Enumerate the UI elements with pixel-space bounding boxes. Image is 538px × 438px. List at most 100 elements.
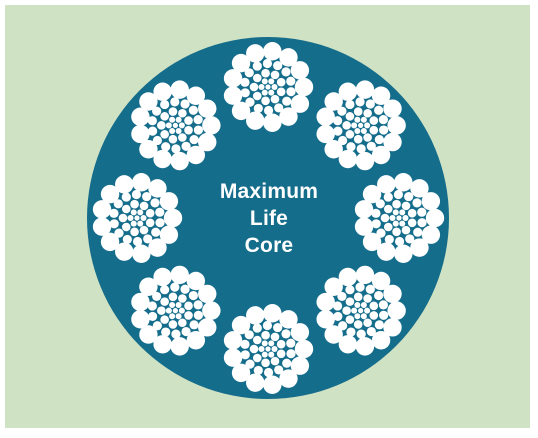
inner-wire (355, 282, 365, 292)
inner-wire (413, 227, 423, 237)
inner-wire (392, 199, 401, 209)
outer-wire (153, 267, 172, 287)
inner-wire (276, 87, 286, 97)
inner-wire (130, 220, 137, 227)
inner-wire (374, 320, 384, 330)
inner-wire (169, 128, 176, 134)
inner-wire (346, 142, 356, 152)
inner-wire (189, 134, 199, 145)
inner-wire (286, 76, 296, 86)
inner-wire (261, 96, 270, 106)
outer-wire (383, 284, 402, 304)
inner-wire (160, 130, 169, 139)
strand (354, 173, 445, 263)
inner-wire (240, 77, 250, 87)
inner-wire (178, 133, 187, 142)
inner-wire (184, 125, 193, 135)
outer-wire (186, 271, 206, 291)
strand (130, 80, 221, 171)
inner-wire (345, 315, 355, 324)
outer-wire (170, 265, 189, 285)
inner-wire (160, 285, 170, 295)
inner-wire (130, 209, 137, 216)
outer-wire (324, 92, 343, 111)
inner-wire (150, 198, 160, 208)
inner-wire (286, 349, 296, 359)
outer-wire (394, 173, 413, 192)
inner-wire (345, 112, 355, 121)
inner-wire (178, 108, 187, 118)
outer-wire (231, 363, 251, 383)
inner-wire (193, 300, 203, 310)
outer-wire (294, 339, 314, 359)
inner-wire (261, 78, 268, 85)
inner-wire (157, 121, 166, 130)
inner-wire (270, 70, 280, 80)
inner-wire (346, 327, 356, 337)
outer-wire (92, 200, 112, 219)
inner-wire (137, 209, 144, 216)
inner-wire (407, 218, 417, 228)
inner-wire (155, 207, 165, 217)
outer-wire (279, 107, 298, 126)
outer-wire (377, 175, 396, 194)
inner-wire (152, 291, 162, 302)
outer-wire (383, 318, 402, 337)
inner-wire (252, 335, 262, 345)
inner-wire (121, 204, 131, 214)
outer-wire (290, 94, 310, 113)
inner-wire (109, 208, 119, 218)
inner-wire (253, 365, 263, 376)
outer-wire (263, 375, 282, 394)
inner-wire (270, 332, 280, 342)
outer-wire (354, 200, 374, 219)
inner-wire (261, 89, 268, 96)
inner-wire (392, 227, 401, 237)
inner-wire (147, 126, 158, 136)
inner-wire (374, 105, 384, 115)
inner-wire (353, 292, 363, 302)
outer-wire (324, 277, 343, 296)
inner-wire (286, 338, 296, 348)
inner-wire (345, 297, 355, 306)
outer-wire (231, 101, 251, 121)
outer-wire (223, 69, 243, 88)
inner-wire (261, 358, 270, 368)
inner-wire (405, 234, 415, 244)
inner-wire (263, 105, 274, 116)
outer-wire (371, 271, 391, 291)
strand (92, 173, 183, 263)
inner-wire (130, 199, 139, 209)
inner-wire (273, 60, 283, 71)
inner-wire (268, 340, 275, 347)
inner-wire (175, 116, 182, 123)
inner-wire (175, 302, 182, 308)
outer-wire (159, 225, 179, 244)
inner-wire (114, 228, 124, 238)
inner-wire (170, 282, 180, 292)
inner-wire (147, 311, 158, 322)
strand (315, 265, 406, 356)
inner-wire (355, 97, 365, 107)
inner-wire (274, 365, 284, 375)
inner-wire (356, 329, 366, 339)
outer-wire (246, 373, 265, 392)
outer-wire (324, 140, 343, 159)
inner-wire (338, 321, 348, 331)
inner-wire (363, 108, 372, 118)
inner-wire (268, 351, 275, 358)
outer-wire (246, 306, 265, 325)
inner-wire (145, 208, 155, 218)
outer-wire (246, 111, 265, 130)
inner-wire (170, 97, 180, 107)
inner-wire (122, 234, 132, 245)
inner-wire (252, 353, 262, 363)
inner-wire (244, 68, 254, 78)
inner-wire (152, 135, 162, 146)
outer-wire (362, 232, 382, 252)
outer-wire (425, 208, 445, 228)
inner-wire (268, 78, 275, 85)
outer-wire (131, 292, 150, 312)
inner-wire (281, 329, 291, 339)
outer-wire (383, 99, 402, 118)
